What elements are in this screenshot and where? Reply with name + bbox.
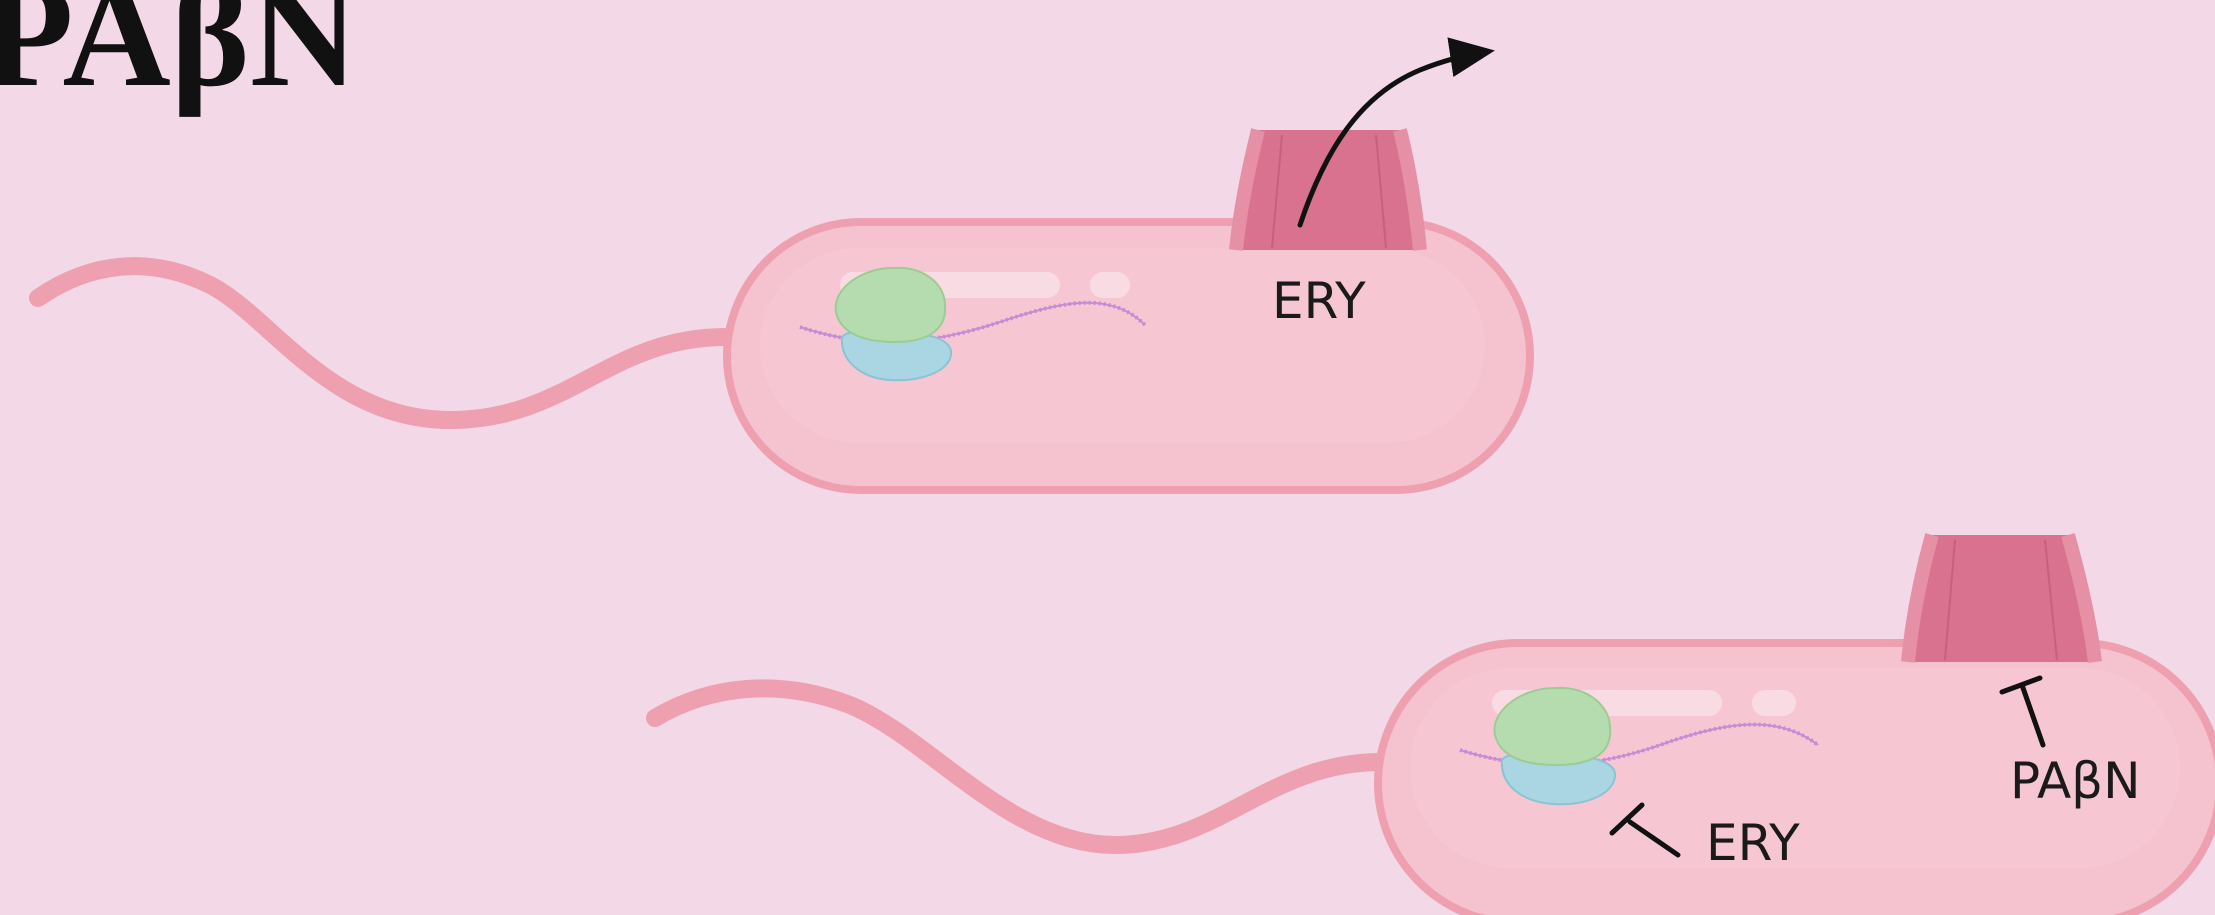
top-pump-ery-label: ERY [1272, 272, 1366, 330]
top-bacterium: ERY [38, 52, 1530, 490]
bottom-bacterium: ERY PAβN [655, 535, 2215, 915]
bottom-ribosome-ery-label: ERY [1706, 814, 1800, 872]
bottom-pump-pabn-label: PAβN [2010, 752, 2140, 810]
efflux-pump-icon [1908, 535, 2095, 662]
ribosome-icon [836, 268, 952, 380]
cell-highlight [1090, 272, 1130, 298]
efflux-pump-icon [1236, 130, 1420, 250]
flagellum-icon [655, 688, 1385, 845]
ribosome-icon [1494, 688, 1615, 804]
flagellum-icon [38, 266, 730, 420]
cell-highlight [1752, 690, 1796, 716]
